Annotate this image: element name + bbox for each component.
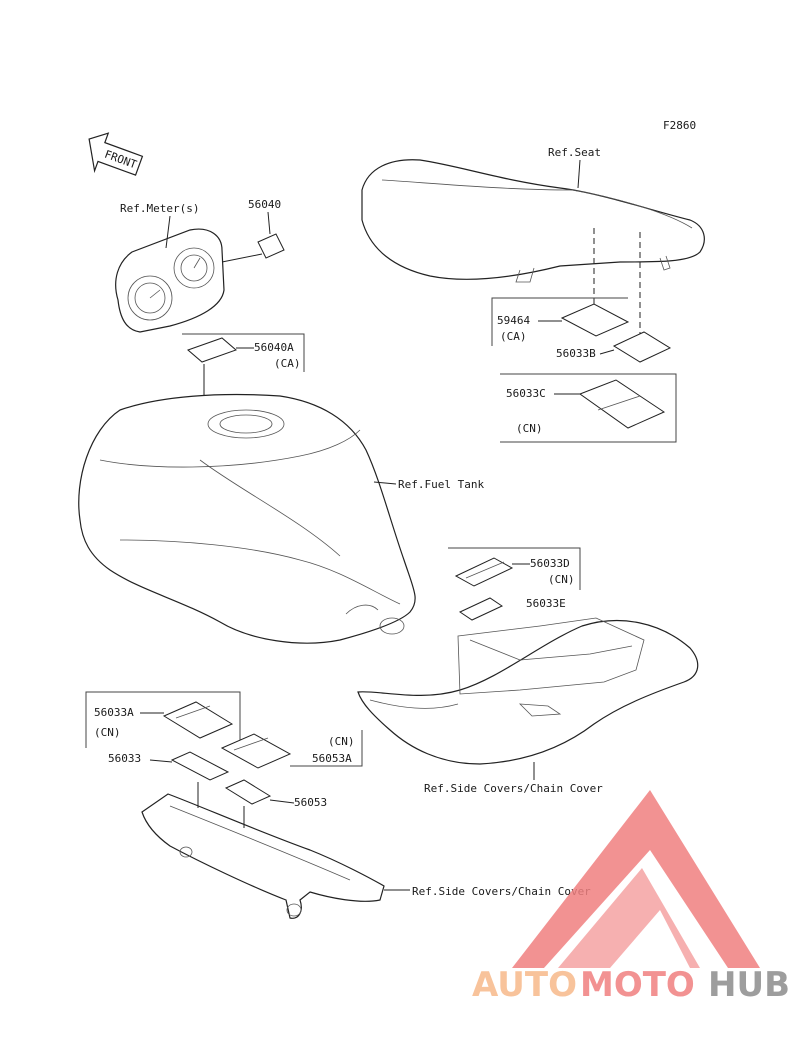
chain-cover-drawing xyxy=(141,793,385,919)
part-56040a-note: (CA) xyxy=(274,357,301,370)
part-56040: 56040 xyxy=(248,198,281,211)
leader-line xyxy=(221,253,263,263)
leader-line xyxy=(165,215,171,249)
part-56033a-note: (CN) xyxy=(94,726,121,739)
decal-56053 xyxy=(224,779,272,805)
decal-56033d xyxy=(454,557,514,587)
ref-side-covers-label-2: Ref.Side Covers/Chain Cover xyxy=(412,885,591,898)
fuel-tank-drawing xyxy=(78,393,416,644)
seat-drawing xyxy=(361,159,705,283)
figure-code: F2860 xyxy=(663,119,696,132)
watermark-hub: HUB xyxy=(708,965,790,1005)
part-56033c: 56033C xyxy=(506,387,546,400)
part-56033c-note: (CN) xyxy=(516,422,543,435)
part-56033b: 56033B xyxy=(556,347,596,360)
part-56033d: 56033D xyxy=(530,557,570,570)
front-arrow-icon: FRONT xyxy=(88,132,144,176)
ref-meters-label: Ref.Meter(s) xyxy=(120,202,199,215)
callout-box-56033c xyxy=(500,373,677,443)
ref-seat-label: Ref.Seat xyxy=(548,146,601,159)
leader-line xyxy=(269,799,295,804)
decal-59464 xyxy=(560,303,630,337)
decal-56053a xyxy=(220,733,292,769)
leader-line xyxy=(373,481,397,485)
watermark-auto: AUTO xyxy=(472,965,577,1005)
callout-box-56033d xyxy=(448,547,581,590)
decal-56033e xyxy=(458,597,504,621)
ref-fuel-tank-label: Ref.Fuel Tank xyxy=(398,478,484,491)
watermark-moto: MOTO xyxy=(580,965,695,1005)
part-56033d-note: (CN) xyxy=(548,573,575,586)
callout-box-56053a xyxy=(290,730,363,767)
decal-56033a xyxy=(162,701,234,739)
part-59464: 59464 xyxy=(497,314,530,327)
part-56053: 56053 xyxy=(294,796,327,809)
decal-56033c xyxy=(578,379,666,429)
leader-line xyxy=(267,211,271,235)
decal-56040 xyxy=(257,233,285,259)
leader-line xyxy=(149,759,173,763)
decal-56033 xyxy=(170,751,230,781)
callout-box-56033a xyxy=(85,691,241,750)
part-56053a: 56053A xyxy=(312,752,352,765)
part-56040a: 56040A xyxy=(254,341,294,354)
callout-box-59464 xyxy=(491,297,628,346)
rear-side-covers-drawing xyxy=(357,617,699,765)
part-56033a: 56033A xyxy=(94,706,134,719)
callout-box-56040a xyxy=(182,333,305,372)
leader-line xyxy=(577,159,581,189)
automotohub-logo-icon: AUTO MOTO HUB xyxy=(472,790,790,1005)
leader-line xyxy=(599,349,615,355)
part-59464-note: (CA) xyxy=(500,330,527,343)
meter-drawing xyxy=(115,228,225,333)
part-56053a-note: (CN) xyxy=(328,735,355,748)
part-56033e: 56033E xyxy=(526,597,566,610)
decal-56033b xyxy=(612,331,672,363)
ref-side-covers-label-1: Ref.Side Covers/Chain Cover xyxy=(424,782,603,795)
part-56033: 56033 xyxy=(108,752,141,765)
decal-56040a xyxy=(187,337,237,363)
